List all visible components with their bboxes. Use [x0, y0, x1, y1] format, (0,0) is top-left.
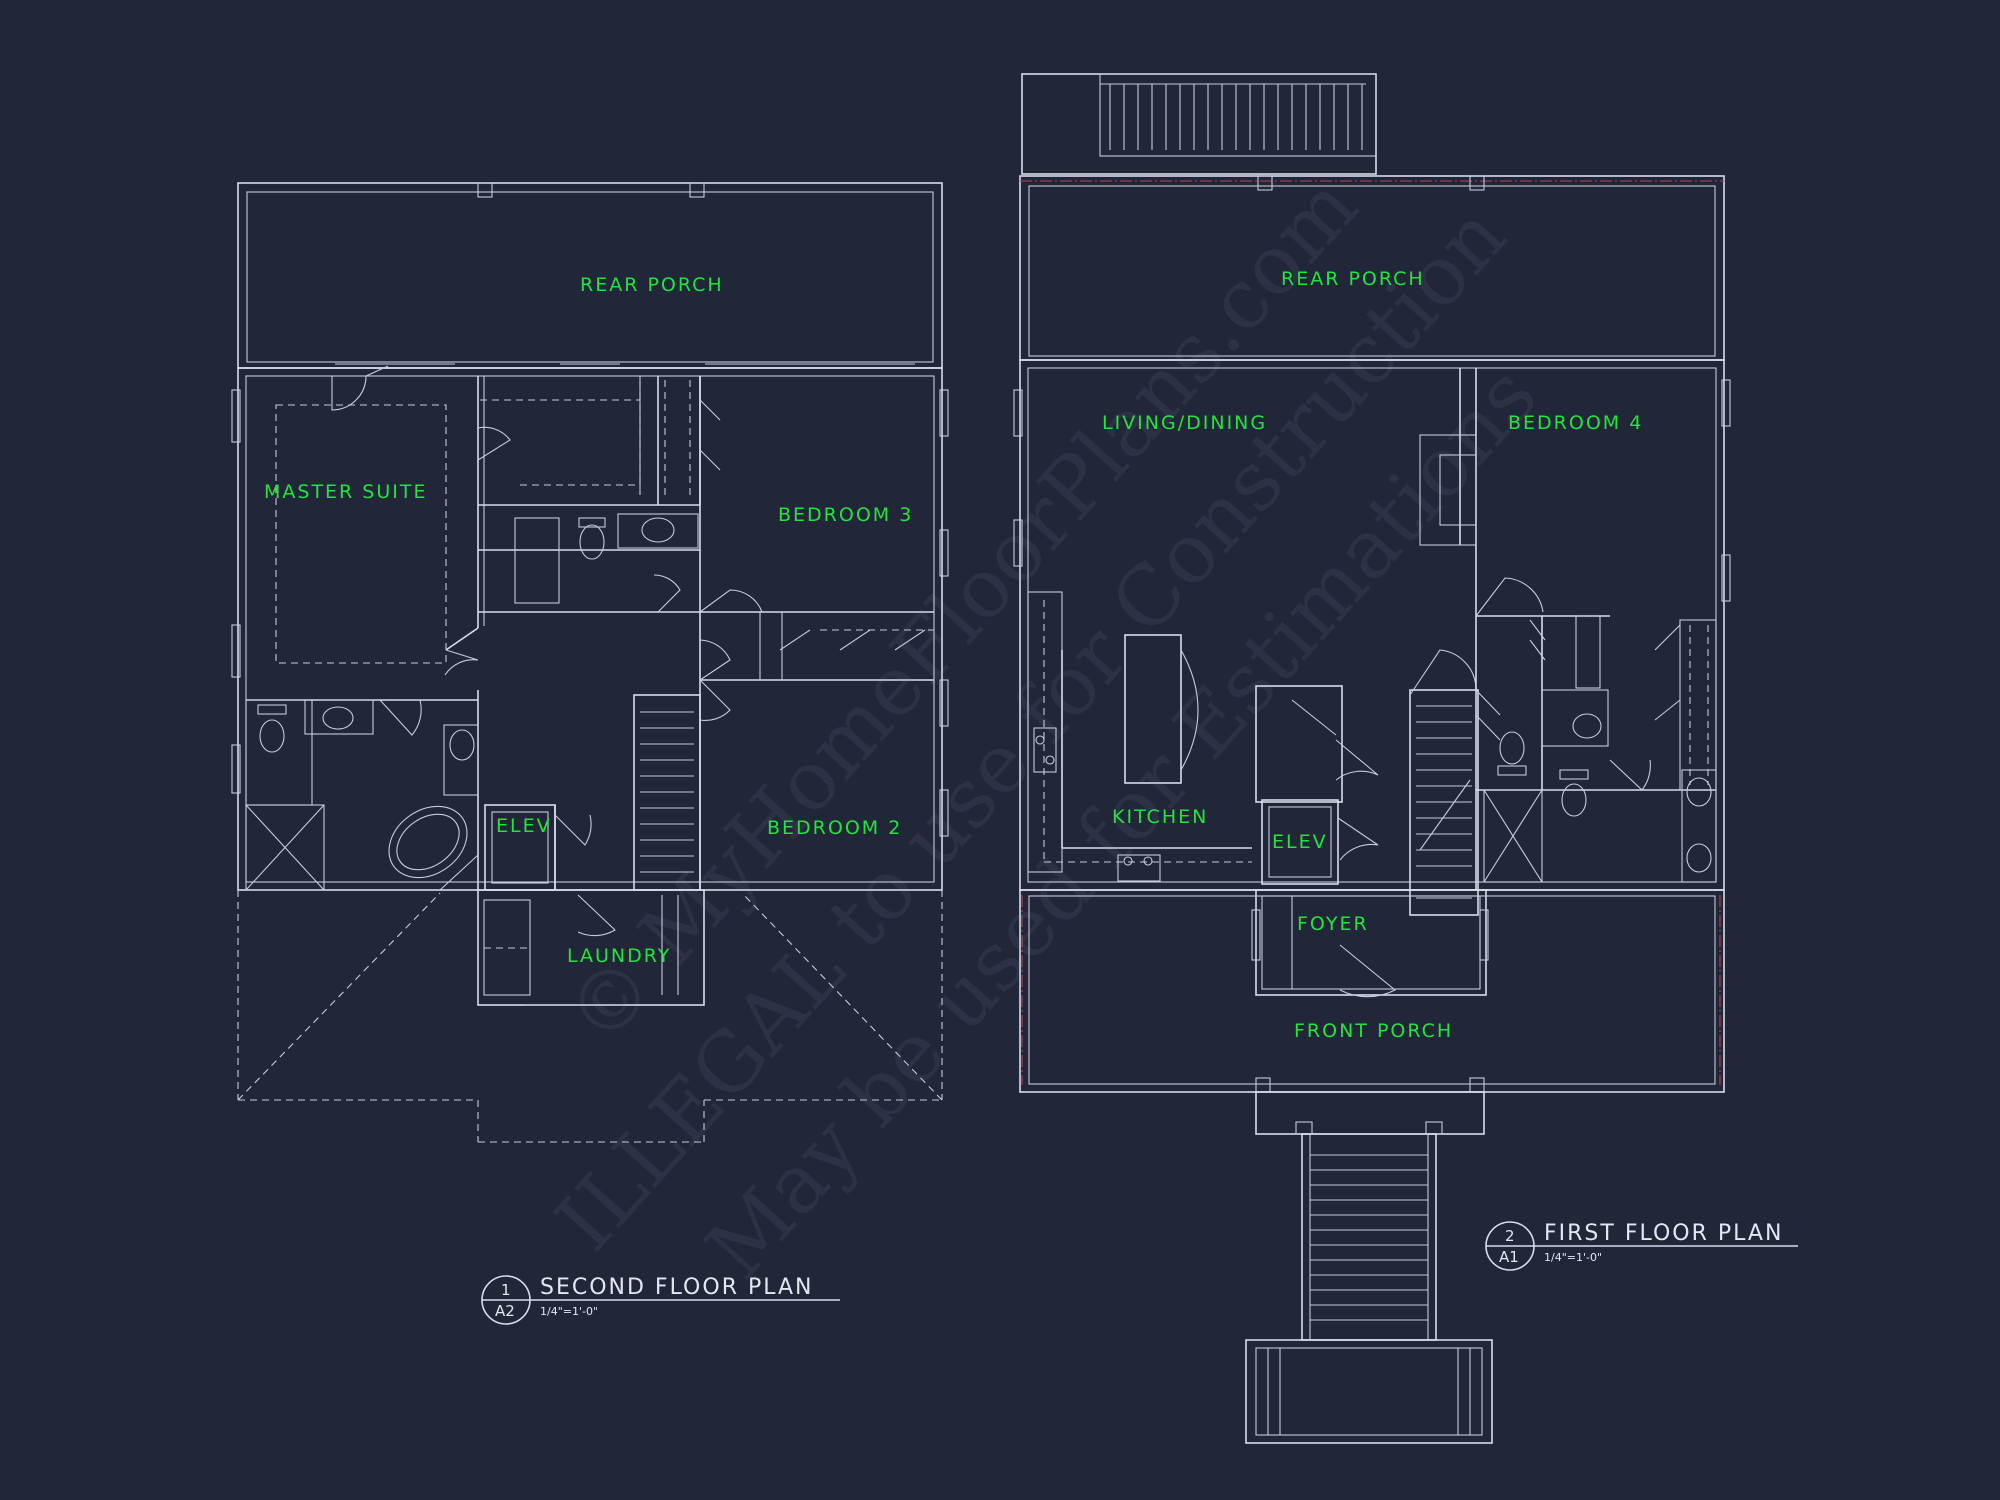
room-label-laundry: LAUNDRY — [567, 945, 671, 967]
first-floor-front-porch-outline — [1019, 889, 1725, 1135]
first-floor-plan: REAR PORCH LIVING/DINING BEDROOM 4 KITCH… — [1013, 73, 1798, 1444]
room-label-front-porch: FRONT PORCH — [1294, 1020, 1453, 1042]
title-number-2f: 1 — [501, 1281, 511, 1299]
watermark-line-2: ILLEGAL to use for Construction — [538, 189, 1524, 1270]
first-floor-interior-walls — [1027, 368, 1717, 998]
title-number-1f: 2 — [1505, 1227, 1515, 1245]
second-floor-roof-outline — [237, 890, 943, 1143]
title-sheet-1f: A1 — [1499, 1248, 1519, 1266]
room-label-elev-1f: ELEV — [1272, 831, 1328, 853]
room-label-rear-porch-1f: REAR PORCH — [1281, 268, 1425, 290]
room-label-bedroom-3: BEDROOM 3 — [778, 504, 913, 526]
room-label-living-dining: LIVING/DINING — [1102, 412, 1267, 434]
room-label-kitchen: KITCHEN — [1112, 806, 1208, 828]
room-label-master-suite: MASTER SUITE — [264, 481, 428, 503]
title-name-1f: FIRST FLOOR PLAN — [1544, 1221, 1783, 1246]
room-label-bedroom-2: BEDROOM 2 — [767, 817, 902, 839]
second-floor-plan: REAR PORCH MASTER SUITE BEDROOM 3 BEDROO… — [231, 182, 949, 1325]
second-floor-title-block: 1 A2 SECOND FLOOR PLAN 1/4"=1'-0" — [481, 1275, 840, 1325]
title-scale-1f: 1/4"=1'-0" — [1544, 1251, 1602, 1264]
first-floor-title-block: 2 A1 FIRST FLOOR PLAN 1/4"=1'-0" — [1485, 1221, 1798, 1271]
title-scale-2f: 1/4"=1'-0" — [540, 1305, 598, 1318]
room-label-rear-porch-2f: REAR PORCH — [580, 274, 724, 296]
second-floor-interior-walls — [245, 365, 934, 1006]
first-floor-front-stair — [1245, 1133, 1493, 1444]
room-label-elev-2f: ELEV — [496, 815, 552, 837]
room-label-foyer: FOYER — [1297, 913, 1369, 935]
first-floor-rear-stair — [1021, 73, 1377, 175]
title-name-2f: SECOND FLOOR PLAN — [540, 1275, 814, 1300]
title-sheet-2f: A2 — [495, 1302, 515, 1320]
room-label-bedroom-4: BEDROOM 4 — [1508, 412, 1643, 434]
